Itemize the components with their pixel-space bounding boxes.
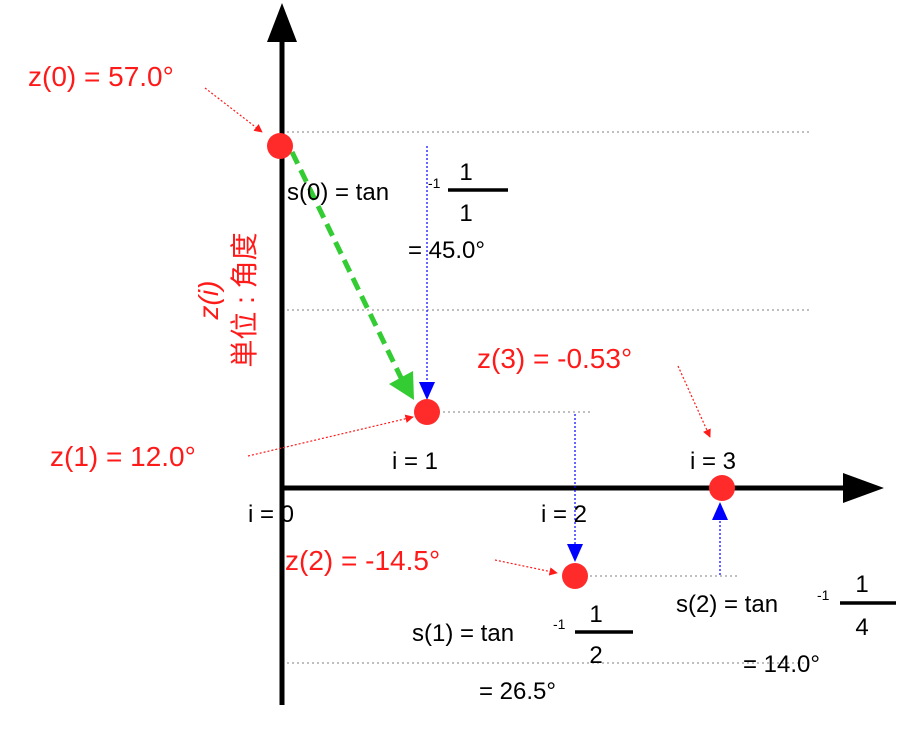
step-formula-s0: s(0) = tan -1 1 1 = 45.0° — [287, 159, 508, 264]
s0-sup: -1 — [428, 175, 441, 191]
rotation-arrowhead — [389, 371, 414, 400]
point-z2 — [562, 563, 588, 589]
s2-result: = 14.0° — [743, 651, 820, 678]
i1-label: i = 1 — [392, 448, 438, 475]
rotation-arrow — [289, 150, 408, 388]
s1-numerator: 1 — [589, 601, 602, 628]
y-axis-label-line2: 単位 : 角度 — [229, 232, 260, 367]
s2-sup: -1 — [817, 587, 830, 603]
point-z0 — [267, 133, 293, 159]
step-formula-s1: s(1) = tan -1 1 2 = 26.5° — [412, 601, 633, 705]
s0-lhs: s(0) = tan — [287, 179, 389, 206]
z1-label: z(1) = 12.0° — [50, 441, 196, 472]
step-formula-s2: s(2) = tan -1 1 4 = 14.0° — [676, 571, 896, 678]
step-arrowhead-s1 — [567, 544, 583, 562]
i2-label: i = 2 — [541, 501, 587, 528]
z3-label: z(3) = -0.53° — [477, 343, 632, 374]
s0-numerator: 1 — [459, 159, 472, 186]
s1-denominator: 2 — [589, 642, 602, 669]
step-arrowhead-s2 — [712, 502, 728, 520]
leader-z3 — [677, 365, 711, 438]
point-z3 — [709, 475, 735, 501]
leader-z2 — [494, 559, 558, 576]
s0-result: = 45.0° — [408, 237, 485, 264]
s1-sup: -1 — [553, 616, 566, 632]
step-arrowhead-s0 — [419, 382, 435, 400]
leader-z0 — [204, 87, 263, 133]
y-axis-label: z(i) 単位 : 角度 — [193, 232, 260, 367]
s2-numerator: 1 — [855, 571, 868, 598]
point-z1 — [414, 399, 440, 425]
z2-label: z(2) = -14.5° — [285, 545, 440, 576]
s2-lhs: s(2) = tan — [676, 591, 778, 618]
s1-lhs: s(1) = tan — [412, 620, 514, 647]
x-axis — [282, 473, 884, 503]
z0-label: z(0) = 57.0° — [28, 61, 174, 92]
leader-z1 — [247, 414, 414, 457]
i3-label: i = 3 — [690, 448, 736, 475]
y-axis-label-line1: z(i) — [193, 281, 224, 321]
s2-denominator: 4 — [855, 614, 868, 641]
s0-denominator: 1 — [459, 200, 472, 227]
i0-label: i = 0 — [248, 501, 294, 528]
y-axis — [267, 3, 297, 705]
s1-result: = 26.5° — [479, 678, 556, 705]
